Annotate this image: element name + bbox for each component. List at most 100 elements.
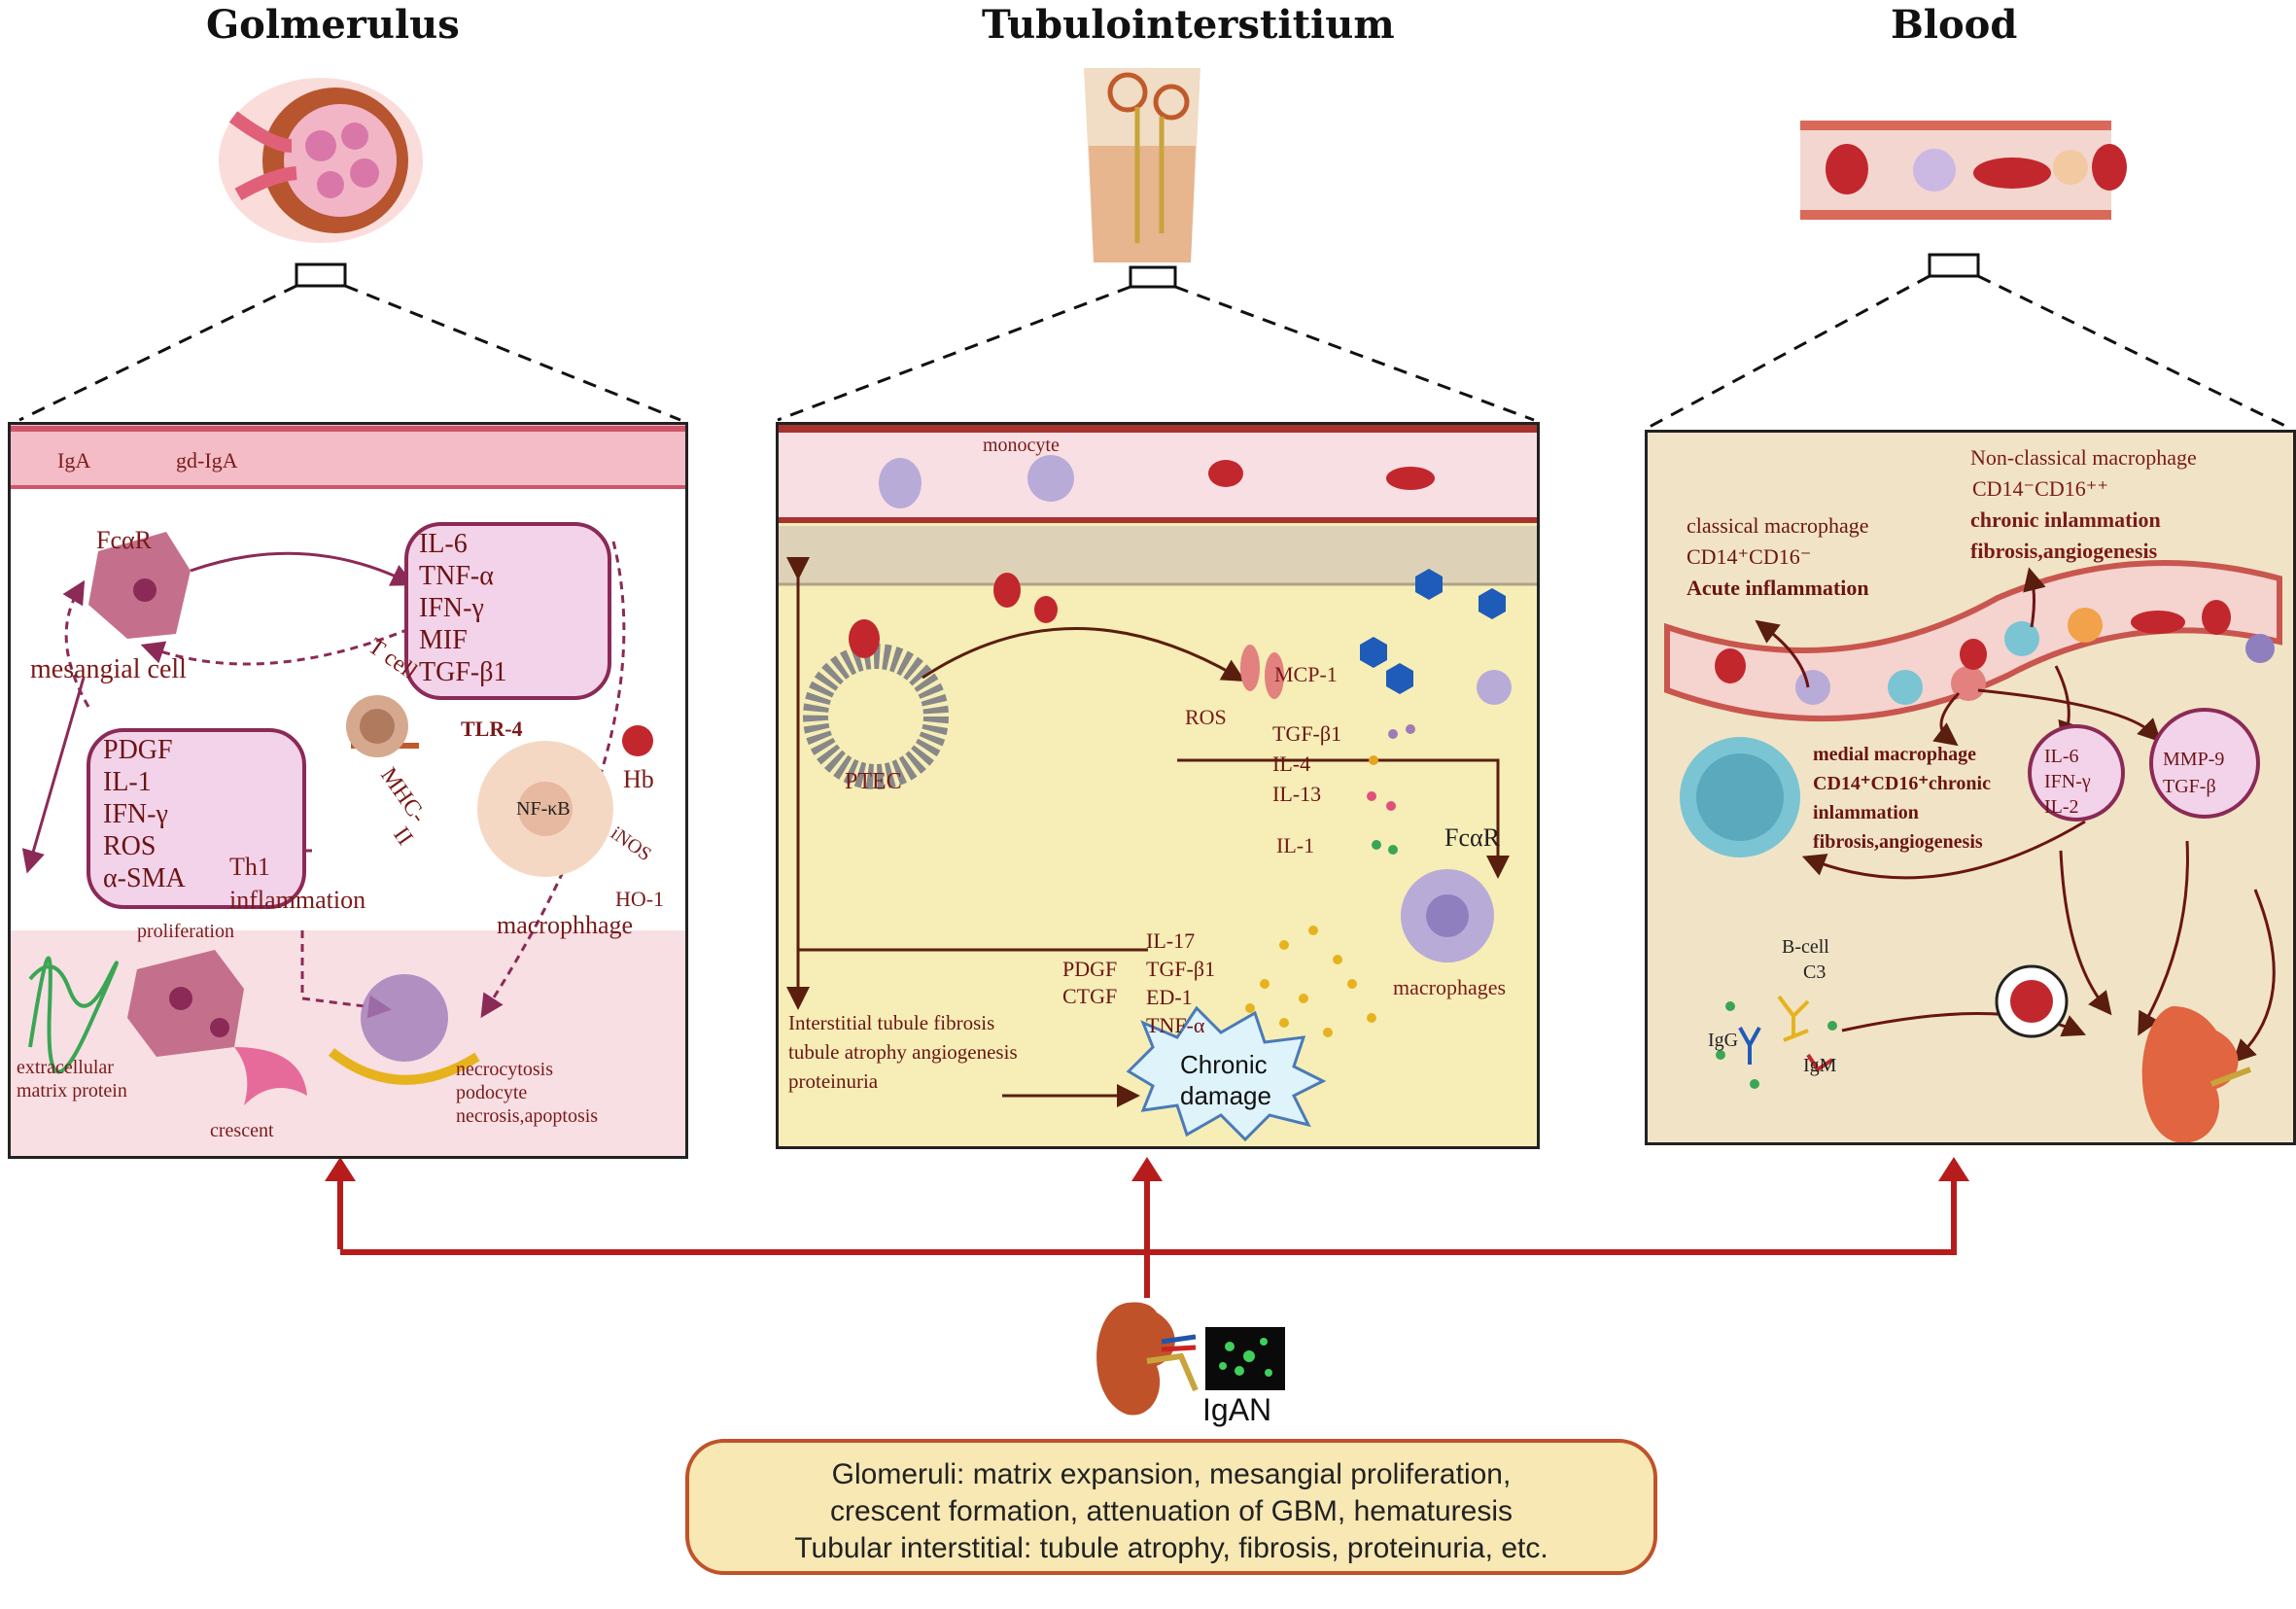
tubulointerstitium-panel: monocyte PTEC ROS MCP-1 TGF-β1 IL-4 IL-1… xyxy=(776,422,1540,1149)
cytokine-box-top xyxy=(404,522,611,700)
summary-line-1: Glomeruli: matrix expansion, mesangial p… xyxy=(831,1458,1512,1490)
classical-effect: Acute inflammation xyxy=(1687,576,1869,600)
ecm-label-2: matrix protein xyxy=(17,1080,127,1102)
zoom-lines xyxy=(18,274,2290,430)
macrophages-label: macrophages xyxy=(1393,975,1507,999)
cytokine-mif: MIF xyxy=(419,625,468,655)
outcome-fibrosis: Interstitial tubule fibrosis xyxy=(788,1011,995,1034)
nfkb-label: NF-κB xyxy=(516,798,571,820)
medial-title: medial macrophage xyxy=(1813,744,1976,765)
iga-label: IgA xyxy=(57,448,91,472)
blood-panel-graphics xyxy=(1664,560,2282,1142)
tubule-tgfb1-mid: TGF-β1 xyxy=(1146,957,1216,981)
blood-il2: IL-2 xyxy=(2044,796,2079,818)
necrosis-label: necrosis,apoptosis xyxy=(456,1105,599,1127)
cytokine-ifng-left: IFN-γ xyxy=(103,799,168,829)
title-tubulointerstitium: Tubulointerstitium xyxy=(982,2,1395,48)
tubule-illustration xyxy=(1084,68,1200,289)
classical-title: classical macrophage xyxy=(1687,513,1869,538)
proliferation-label: proliferation xyxy=(137,921,234,942)
ptec-label: PTEC xyxy=(845,769,902,794)
tubule-pdgf: PDGF xyxy=(1062,957,1118,981)
outcome-proteinuria: proteinuria xyxy=(788,1069,879,1093)
cytokine-il6: IL-6 xyxy=(419,529,468,559)
mesangial-cell-label: mesangial cell xyxy=(30,654,187,684)
tubule-il17: IL-17 xyxy=(1146,928,1196,953)
podocyte-label: podocyte xyxy=(456,1082,528,1103)
chronic-damage-line1: Chronic xyxy=(1180,1050,1268,1079)
glomerulus-panel-graphics xyxy=(11,425,685,1156)
ho1-label: HO-1 xyxy=(615,887,665,911)
igan-connector-arrows xyxy=(337,1172,1957,1298)
cytokine-ifng: IFN-γ xyxy=(419,593,484,623)
tubule-outcomes: Interstitial tubule fibrosis tubule atro… xyxy=(788,1008,1018,1096)
tubule-tgfb1: TGF-β1 xyxy=(1272,721,1342,746)
glomerulus-panel: IgA gd-IgA FcαR mesangial cell IL-6 TNF-… xyxy=(8,422,688,1159)
classical-block: classical macrophage CD14⁺CD16⁻ Acute in… xyxy=(1687,510,1869,604)
blood-cytokines-b: MMP-9 TGF-β xyxy=(2163,746,2224,800)
outcome-atrophy: tubule atrophy angiogenesis xyxy=(788,1040,1018,1064)
monocyte-label: monocyte xyxy=(983,435,1060,456)
blood-il6: IL-6 xyxy=(2044,746,2079,767)
gd-iga-label: gd-IgA xyxy=(176,448,238,472)
tubule-left-factors: PDGF CTGF xyxy=(1062,956,1117,1010)
tubule-tnfa: TNF-α xyxy=(1146,1013,1205,1037)
title-blood: Blood xyxy=(1891,2,2018,48)
cytokine-box-left xyxy=(87,728,306,909)
blood-panel: Non-classical macrophage CD14⁻CD16⁺⁺ chr… xyxy=(1645,430,2296,1145)
hb-label: Hb xyxy=(623,765,654,793)
tubule-il4: IL-4 xyxy=(1272,752,1311,776)
nonclassical-effect2: fibrosis,angiogenesis xyxy=(1970,539,2158,563)
medial-marker: CD14⁺CD16⁺chronic xyxy=(1813,773,1991,794)
tubule-il13: IL-13 xyxy=(1272,782,1322,806)
blood-vessel-illustration xyxy=(1800,121,2127,278)
blood-mmp9: MMP-9 xyxy=(2163,749,2225,770)
tubule-il1: IL-1 xyxy=(1276,833,1315,857)
th1-label: Th1 xyxy=(229,853,270,881)
cytokine-ros: ROS xyxy=(103,831,157,861)
blood-ifng: IFN-γ xyxy=(2044,771,2091,792)
igm-label: IgM xyxy=(1803,1055,1837,1076)
crescent-label: crescent xyxy=(210,1120,274,1141)
cytokine-list-left: PDGF IL-1 IFN-γ ROS α-SMA xyxy=(103,734,186,894)
igan-summary-box: Glomeruli: matrix expansion, mesangial p… xyxy=(685,1439,1657,1575)
cytokine-list-top: IL-6 TNF-α IFN-γ MIF TGF-β1 xyxy=(419,528,506,688)
glomerulus-illustration xyxy=(219,78,423,288)
tubule-cytokines-right: TGF-β1 IL-4 IL-13 xyxy=(1272,718,1341,809)
cytokine-asma: α-SMA xyxy=(103,863,186,893)
blood-cytokines-a: IL-6 IFN-γ IL-2 xyxy=(2044,744,2091,820)
kidney-icon xyxy=(1096,1302,1199,1416)
cytokine-tgfb1: TGF-β1 xyxy=(419,657,507,687)
bcell-label: B-cell xyxy=(1782,936,1829,958)
igan-label: IgAN xyxy=(1202,1392,1272,1427)
medial-effect1: inlammation xyxy=(1813,802,1919,823)
mcp1-label: MCP-1 xyxy=(1274,662,1338,686)
ecm-label-1: extracellular xyxy=(17,1057,114,1078)
medial-effect2: fibrosis,angiogenesis xyxy=(1813,831,1983,853)
nonclassical-block: Non-classical macrophage CD14⁻CD16⁺⁺ chr… xyxy=(1970,442,2197,567)
medial-block: medial macrophage CD14⁺CD16⁺chronic inla… xyxy=(1813,740,1991,857)
nonclassical-marker: CD14⁻CD16⁺⁺ xyxy=(1972,476,2108,501)
summary-line-2: crescent formation, attenuation of GBM, … xyxy=(830,1495,1513,1527)
ros-label: ROS xyxy=(1185,705,1227,729)
necrocytosis-label: necrocytosis xyxy=(456,1059,553,1080)
c3-label: C3 xyxy=(1803,962,1826,983)
tubule-panel-graphics xyxy=(779,425,1537,1142)
inflammation-label: inflammation xyxy=(229,886,366,914)
cytokine-il1: IL-1 xyxy=(103,767,152,797)
cytokine-pdgf: PDGF xyxy=(103,735,173,765)
title-glomerulus: Golmerulus xyxy=(206,2,460,48)
tubule-ed1: ED-1 xyxy=(1146,985,1193,1009)
tlr4-label: TLR-4 xyxy=(461,717,523,741)
fcar-label: FcαR xyxy=(96,526,152,554)
nonclassical-title: Non-classical macrophage xyxy=(1970,445,2197,470)
immunofluorescence-image xyxy=(1205,1327,1285,1390)
chronic-damage-line2: damage xyxy=(1180,1081,1271,1110)
summary-line-3: Tubular interstitial: tubule atrophy, fi… xyxy=(794,1532,1548,1564)
tubule-fcar-label: FcαR xyxy=(1444,823,1500,852)
nonclassical-effect1: chronic inlammation xyxy=(1970,507,2161,532)
classical-marker: CD14⁺CD16⁻ xyxy=(1687,544,1812,569)
cytokine-tnfa: TNF-α xyxy=(419,561,494,591)
tubule-mid-factors: IL-17 TGF-β1 ED-1 TNF-α xyxy=(1146,927,1215,1039)
